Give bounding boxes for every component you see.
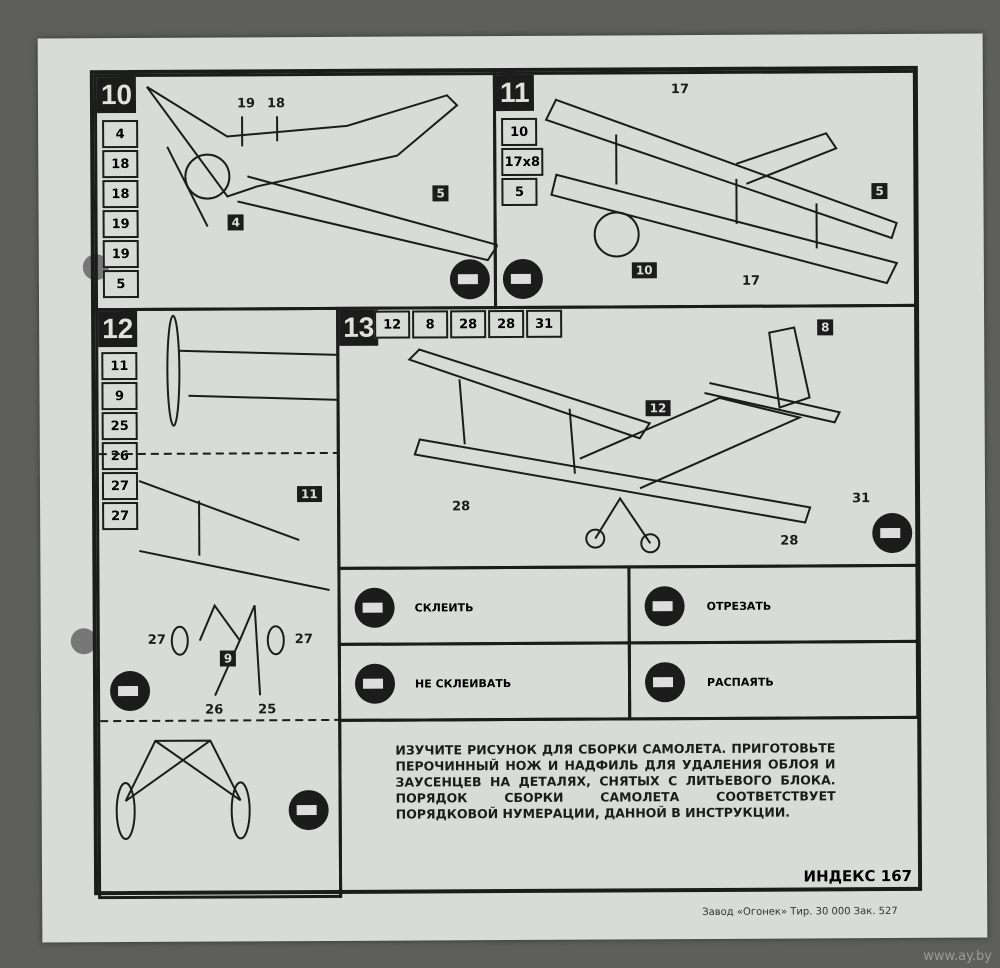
biplane-wings-drawing: [544, 98, 899, 285]
glue-icon: [449, 259, 491, 300]
callout: 4: [227, 214, 245, 231]
legend-label: НЕ СКЛЕИВАТЬ: [414, 677, 512, 691]
callout: 11: [296, 485, 322, 503]
unsolder-icon: [644, 662, 686, 703]
legend-label: ОТРЕЗАТЬ: [706, 599, 772, 613]
glue-icon: [872, 512, 913, 554]
glue-icon: [109, 670, 151, 712]
legend-label: РАСПАЯТЬ: [706, 675, 774, 689]
assembled-biplane-drawing: [407, 326, 842, 554]
glue-icon: [354, 587, 395, 628]
legend-label: СКЛЕИТЬ: [414, 601, 474, 615]
legend-glue: СКЛЕИТЬ: [337, 565, 631, 646]
callout: 5: [432, 185, 449, 202]
glue-icon: [288, 789, 329, 831]
instruction-frame: 10 4 18 18 19 19 5 19 18 5 4 11: [89, 65, 923, 900]
print-info: Завод «Огонек» Тир. 30 000 Зак. 527: [702, 905, 898, 919]
callout: 31: [852, 491, 871, 507]
callout: 17: [670, 82, 690, 98]
callout: 26: [205, 702, 224, 718]
cut-icon: [644, 586, 685, 627]
callout: 17: [741, 273, 761, 289]
fuselage-drawing: [146, 86, 499, 262]
callout: 8: [817, 319, 834, 336]
step-12-panel: 12 11 9 25 26 27 27 11 27 9: [95, 306, 343, 900]
callout: 27: [147, 632, 166, 648]
no-glue-icon: [354, 663, 396, 704]
callout: 9: [219, 650, 237, 667]
callout: 12: [645, 400, 671, 417]
glue-icon: [502, 258, 544, 300]
callout: 5: [871, 183, 888, 200]
landing-gear-drawing: [98, 314, 341, 841]
instructions-text: ИЗУЧИТЕ РИСУНОК ДЛЯ СБОРКИ САМОЛЕТА. ПРИ…: [395, 740, 836, 822]
legend-no-glue: НЕ СКЛЕИВАТЬ: [337, 641, 632, 722]
callout: 28: [452, 499, 471, 515]
callout: 10: [631, 262, 657, 279]
callout: 27: [294, 632, 313, 648]
step-10-panel: 10 4 18 18 19 19 5 19 18 5 4: [93, 72, 499, 312]
step-13-panel: 13 12 8 28 28 31 8 12 28 31 28: [336, 303, 919, 570]
callout: 28: [780, 533, 799, 549]
watermark: www.ay.by: [923, 949, 992, 964]
index-label: ИНДЕКС 167: [803, 866, 913, 886]
callout: 18: [266, 96, 286, 112]
instruction-sheet: 10 4 18 18 19 19 5 19 18 5 4 11: [37, 33, 988, 943]
legend-unsolder: РАСПАЯТЬ: [627, 639, 920, 721]
step-11-panel: 11 10 17x8 5 17 5 10 17: [492, 69, 918, 310]
callout: 19: [236, 96, 256, 112]
callout: 25: [258, 702, 277, 718]
legend-cut: ОТРЕЗАТЬ: [627, 563, 919, 645]
